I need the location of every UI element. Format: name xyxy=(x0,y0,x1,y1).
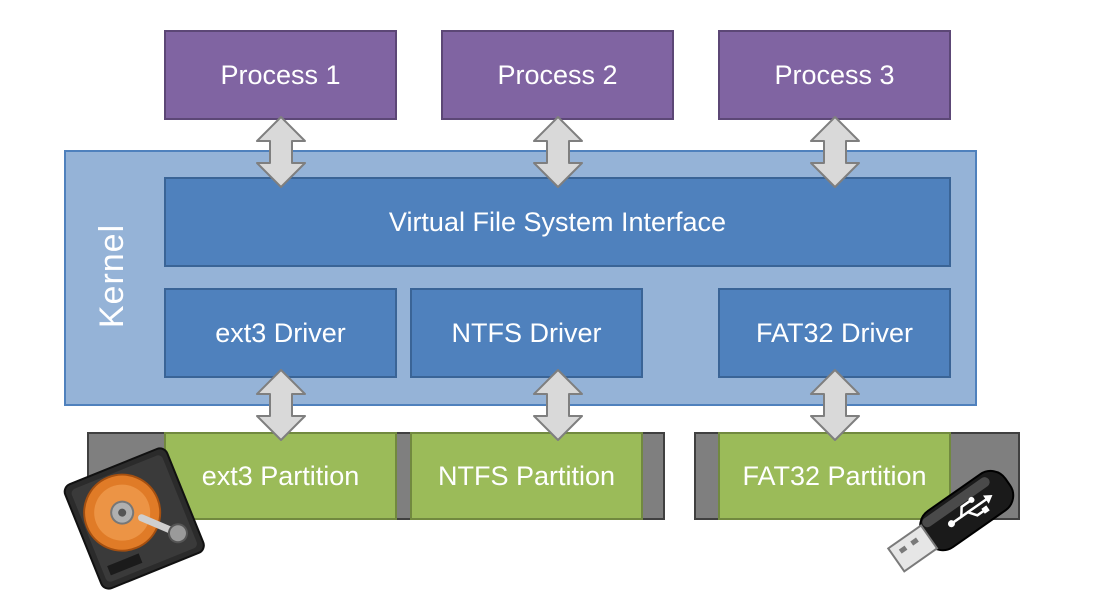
process-3-label: Process 3 xyxy=(774,59,895,90)
ntfs-driver-label: NTFS Driver xyxy=(451,317,602,348)
fat32-driver-partition-arrow xyxy=(810,369,860,441)
process-1-box: Process 1 xyxy=(164,30,397,120)
ext3-driver-label: ext3 Driver xyxy=(215,317,346,348)
process-1-label: Process 1 xyxy=(220,59,341,90)
ntfs-driver-partition-arrow xyxy=(533,369,583,441)
usb-drive-icon xyxy=(886,469,1015,573)
fat32-partition-box: FAT32 Partition xyxy=(718,432,951,520)
ext3-partition-label: ext3 Partition xyxy=(201,460,360,491)
ext3-partition-box: ext3 Partition xyxy=(164,432,397,520)
vfs-label: Virtual File System Interface xyxy=(388,206,727,237)
ext3-driver-box: ext3 Driver xyxy=(164,288,397,378)
process-3-box: Process 3 xyxy=(718,30,951,120)
fat32-partition-label: FAT32 Partition xyxy=(742,460,927,491)
process-3-vfs-arrow xyxy=(810,116,860,188)
hard-drive-icon xyxy=(63,447,205,590)
ext3-driver-partition-arrow xyxy=(256,369,306,441)
ntfs-partition-box: NTFS Partition xyxy=(410,432,643,520)
process-1-vfs-arrow xyxy=(256,116,306,188)
fat32-driver-label: FAT32 Driver xyxy=(755,317,914,348)
ntfs-partition-label: NTFS Partition xyxy=(437,460,616,491)
process-2-vfs-arrow xyxy=(533,116,583,188)
ntfs-driver-box: NTFS Driver xyxy=(410,288,643,378)
virtual-file-system-interface: Virtual File System Interface xyxy=(164,177,951,267)
process-2-label: Process 2 xyxy=(497,59,618,90)
